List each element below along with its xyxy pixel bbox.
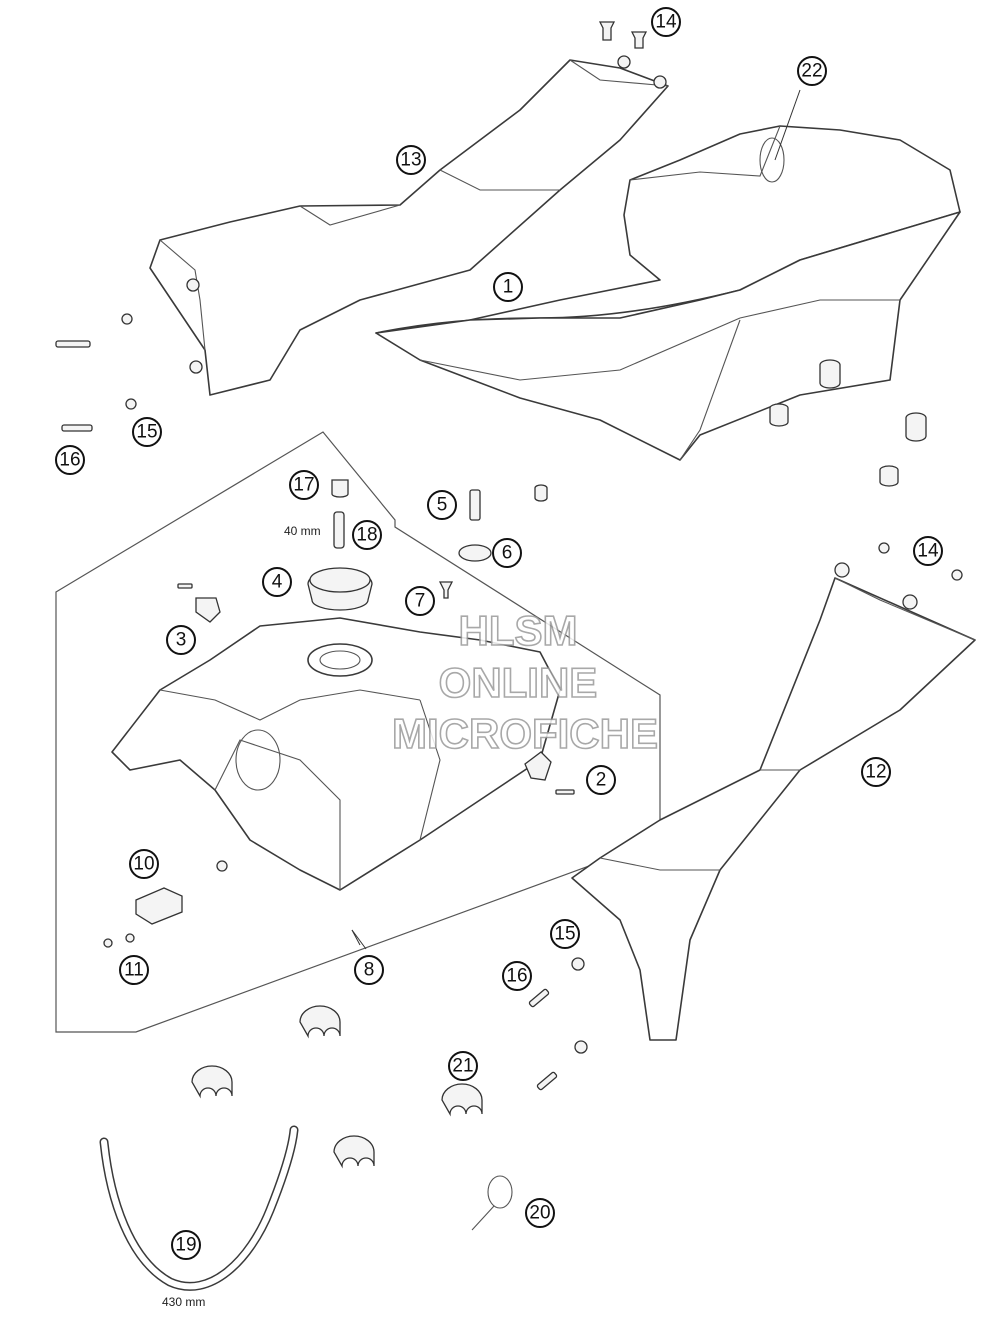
svg-text:17: 17 [293,475,314,496]
right-side-cover-part [571,562,976,1041]
svg-text:16: 16 [59,450,80,471]
svg-text:15: 15 [136,422,157,443]
svg-text:1: 1 [503,277,514,298]
svg-text:20: 20 [529,1203,550,1224]
hose-length-label: 430 mm [162,1295,205,1309]
callout-15-right: 15 [550,919,580,949]
svg-text:14: 14 [655,12,677,33]
callout-7: 7 [405,586,435,616]
callout-1: 1 [493,272,523,302]
callout-12: 12 [861,757,891,787]
svg-text:8: 8 [364,960,375,981]
watermark: HLSM ONLINE MICROFICHE [391,606,659,758]
watermark-line-1: HLSM [459,607,578,654]
callout-21: 21 [448,1051,478,1081]
callout-16-right: 16 [502,961,532,991]
leader-lines [351,89,801,950]
fuel-hose-inner [101,1127,297,1290]
callout-15-left: 15 [132,417,162,447]
callout-10: 10 [129,849,159,879]
fuel-hose-part [99,1125,299,1291]
svg-text:11: 11 [124,960,144,981]
callout-13: 13 [396,145,426,175]
svg-text:15: 15 [554,924,575,945]
cable-tie-part [471,1175,513,1231]
callout-6: 6 [492,538,522,568]
left-side-cover-part [149,55,669,396]
callout-19: 19 [171,1230,201,1260]
callout-11: 11 [119,955,149,985]
svg-text:21: 21 [452,1056,473,1077]
callout-2: 2 [586,765,616,795]
watermark-line-3: MICROFICHE [392,710,658,757]
callout-14-right: 14 [913,536,943,566]
callout-3: 3 [166,625,196,655]
svg-text:2: 2 [596,770,607,791]
assembly-outline [55,431,661,1033]
svg-text:7: 7 [415,591,426,612]
svg-text:5: 5 [437,495,448,516]
svg-text:13: 13 [400,150,421,171]
svg-text:4: 4 [272,572,283,593]
callout-20: 20 [525,1198,555,1228]
hose-clips [191,1005,483,1169]
watermark-line-2: ONLINE [439,659,598,706]
callout-14-top: 14 [651,7,681,37]
fuel-cap-part [307,567,373,611]
seat-bumpers [534,359,927,502]
svg-text:3: 3 [176,630,187,651]
callout-18: 18 [352,520,382,550]
svg-text:12: 12 [865,762,886,783]
svg-text:6: 6 [502,543,513,564]
callout-17: 17 [289,470,319,500]
seat-part [375,125,961,461]
hardware-items [55,21,963,1091]
svg-text:14: 14 [917,541,939,562]
callout-5: 5 [427,490,457,520]
valve-length-label: 40 mm [284,524,321,538]
callout-4: 4 [262,567,292,597]
svg-text:22: 22 [801,61,822,82]
svg-text:16: 16 [506,966,527,987]
svg-text:10: 10 [133,854,154,875]
svg-text:18: 18 [356,525,377,546]
svg-text:19: 19 [175,1235,196,1256]
callout-8: 8 [354,955,384,985]
callout-22: 22 [797,56,827,86]
callout-16-left: 16 [55,445,85,475]
